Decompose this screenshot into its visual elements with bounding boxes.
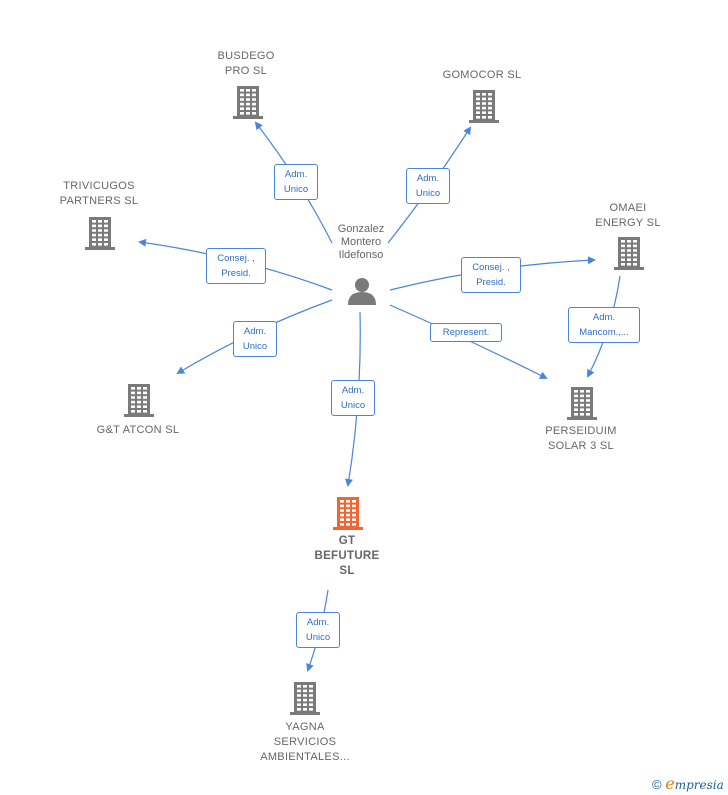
relation-label-gtbefuture-yagna[interactable]: Adm. Unico [296,612,340,648]
building-icon-omaei[interactable] [614,237,644,270]
footer-brand: © empresia [652,774,724,793]
building-icon-gtbefuture[interactable] [333,497,363,530]
relation-label-perseiduim[interactable]: Represent. [430,323,502,342]
company-label-perseiduim[interactable]: PERSEIDUIM SOLAR 3 SL [545,425,617,452]
relation-label-gtbefuture[interactable]: Adm. Unico [331,380,375,416]
company-label-yagna[interactable]: YAGNA SERVICIOS AMBIENTALES... [260,721,350,763]
person-icon[interactable] [348,278,376,305]
company-label-gomocor[interactable]: GOMOCOR SL [442,69,522,81]
building-icon-perseiduim[interactable] [567,387,597,420]
relation-label-trivicugos[interactable]: Consej. , Presid. [206,248,266,284]
building-icon-yagna[interactable] [290,682,320,715]
icons [85,86,644,715]
building-icon-busdego[interactable] [233,86,263,119]
company-label-omaei[interactable]: OMAEI ENERGY SL [595,202,661,229]
relation-label-omaei[interactable]: Consej. , Presid. [461,257,521,293]
building-icon-gatcon[interactable] [124,384,154,417]
building-icon-trivicugos[interactable] [85,217,115,250]
building-icon-gomocor[interactable] [469,90,499,123]
relation-label-omaei-perseiduim[interactable]: Adm. Mancom.,... [568,307,640,343]
company-label-gtbefuture[interactable]: GT BEFUTURE SL [314,535,380,577]
relation-label-gomocor[interactable]: Adm. Unico [406,168,450,204]
edges [138,121,621,672]
relation-label-busdego[interactable]: Adm. Unico [274,164,318,200]
company-label-busdego[interactable]: BUSDEGO PRO SL [217,50,275,77]
company-label-trivicugos[interactable]: TRIVICUGOS PARTNERS SL [59,180,139,207]
relation-label-gatcon[interactable]: Adm. Unico [233,321,277,357]
person-name[interactable]: Gonzalez Montero Ildefonso [337,223,385,261]
copyright-icon: © [652,777,662,792]
brand-logo-text: mpresia [674,778,724,792]
brand-logo-initial: e [665,774,675,793]
company-label-gatcon[interactable]: G&T ATCON SL [96,424,180,436]
